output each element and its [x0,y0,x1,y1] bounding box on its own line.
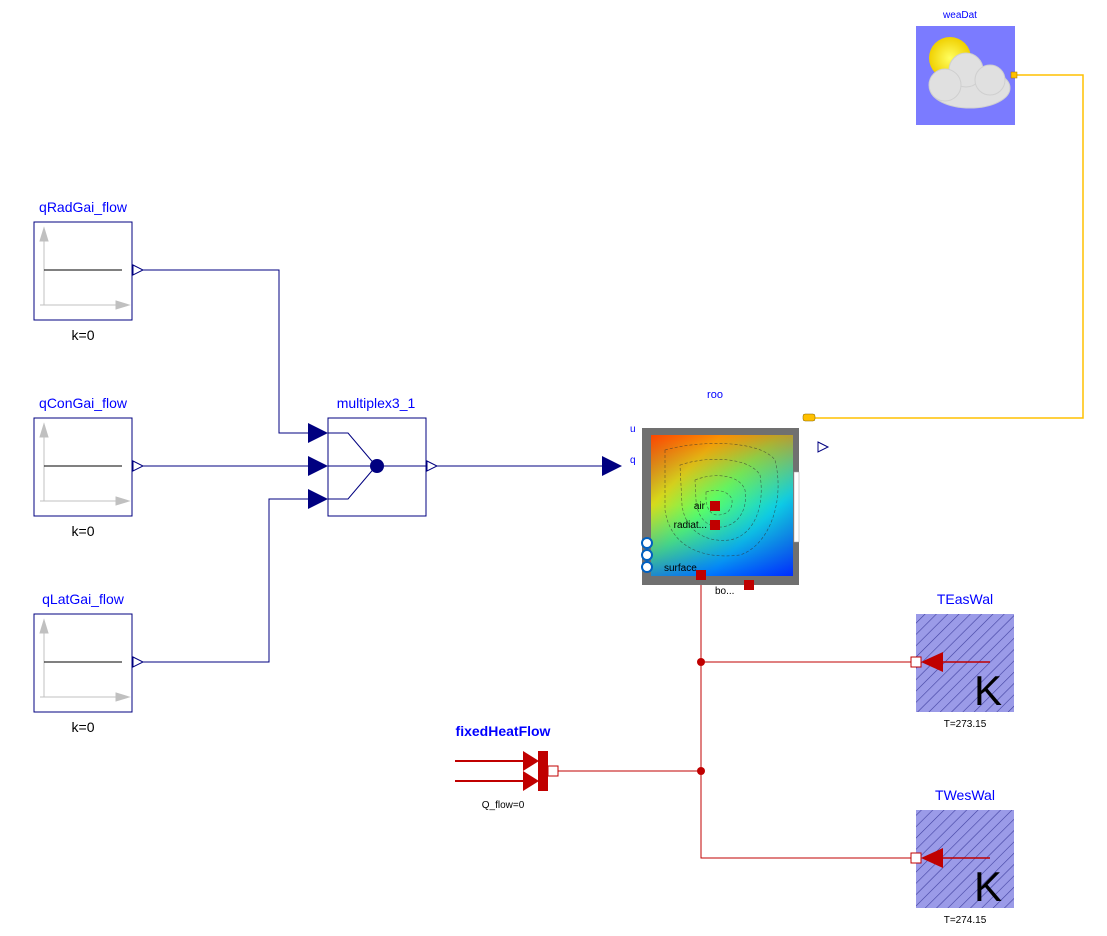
qRadGai-label: qRadGai_flow [39,199,128,215]
roo-label: roo [707,389,723,401]
roo-port-radiation[interactable] [710,520,720,530]
multiplex-output-connector[interactable] [426,460,439,472]
qRadGai-output-connector[interactable] [132,264,145,276]
qLatGai-param: k=0 [72,719,95,735]
TEasWal-arrow-icon [921,652,943,672]
TEasWal-param: T=273.15 [944,719,987,730]
roo-temperature-overlay [651,435,793,576]
qRadGai-axes-icon [39,226,131,310]
fixedHeatFlow-arrows-icon [455,751,548,791]
qConGai-axes-icon [39,422,131,506]
connections [143,74,1084,859]
roo-port-bottom-label: bo... [715,586,734,597]
multiplex-block[interactable]: multiplex3_1 [308,395,439,517]
qConGai-block[interactable]: qConGai_flow k=0 [33,395,145,539]
fixedHeatFlow-port[interactable] [547,765,559,777]
TEasWal-block[interactable]: TEasWal K T=273.15 [910,591,1014,730]
roo-port-air[interactable] [710,501,720,511]
roo-input-connector[interactable] [602,456,622,476]
qLatGai-label: qLatGai_flow [42,591,125,607]
TWesWal-block[interactable]: TWesWal K T=274.15 [910,787,1014,926]
roo-output-connector[interactable] [817,441,830,453]
roo-port-radiation-label: radiat... [674,520,707,531]
fixedHeatFlow-block[interactable]: fixedHeatFlow Q_flow=0 [455,723,559,811]
fixedHeatFlow-param: Q_flow=0 [482,800,525,811]
roo-port-air-label: air [694,501,706,512]
roo-block[interactable]: roo u q air radiat... surface bo... [602,389,830,597]
roo-port-q-label: q [630,455,636,466]
qLatGai-axes-icon [39,618,131,702]
TEasWal-unit: K [974,667,1002,714]
qRadGai-block[interactable]: qRadGai_flow k=0 [33,199,145,343]
multiplex-junction-icon [370,459,384,473]
multiplex-input-connector-2[interactable] [308,456,328,476]
roo-port-u-label: u [630,424,636,435]
weaDat-label: weaDat [942,10,977,21]
roo-port-surface[interactable] [696,570,706,580]
weather-connection[interactable] [812,74,1084,419]
heat-junction-dot [697,767,705,775]
multiplex-label: multiplex3_1 [337,395,416,411]
multiplex-input-connector-1[interactable] [308,423,328,443]
TWesWal-arrow-icon [921,848,943,868]
heat-line-roo-surface[interactable] [700,578,911,859]
qConGai-param: k=0 [72,523,95,539]
TEasWal-port[interactable] [910,656,922,668]
weaDat-block[interactable]: weaDat [916,10,1018,125]
signal-line-qRadGai[interactable] [143,269,308,434]
TWesWal-param: T=274.15 [944,915,987,926]
qLatGai-output-connector[interactable] [132,656,145,668]
TWesWal-unit: K [974,863,1002,910]
qRadGai-param: k=0 [72,327,95,343]
roo-flow-lines-icon [664,443,779,557]
roo-heat-ports-icon [641,537,653,573]
TWesWal-label: TWesWal [935,787,995,803]
roo-port-bottom[interactable] [744,580,754,590]
roo-port-surface-label: surface [664,563,697,574]
heat-junction-dot [697,658,705,666]
signal-line-qLatGai[interactable] [143,498,308,663]
roo-window-icon [793,471,800,543]
TWesWal-port[interactable] [910,852,922,864]
multiplex-input-connector-3[interactable] [308,489,328,509]
fixedHeatFlow-label: fixedHeatFlow [456,723,551,739]
weather-bus-connector[interactable] [1010,71,1018,79]
cloud-icon [928,52,1011,109]
roo-weather-connector[interactable] [802,413,816,422]
qLatGai-block[interactable]: qLatGai_flow k=0 [33,591,145,735]
multiplex-icon [328,432,426,500]
qConGai-output-connector[interactable] [132,460,145,472]
qConGai-label: qConGai_flow [39,395,128,411]
TEasWal-label: TEasWal [937,591,993,607]
